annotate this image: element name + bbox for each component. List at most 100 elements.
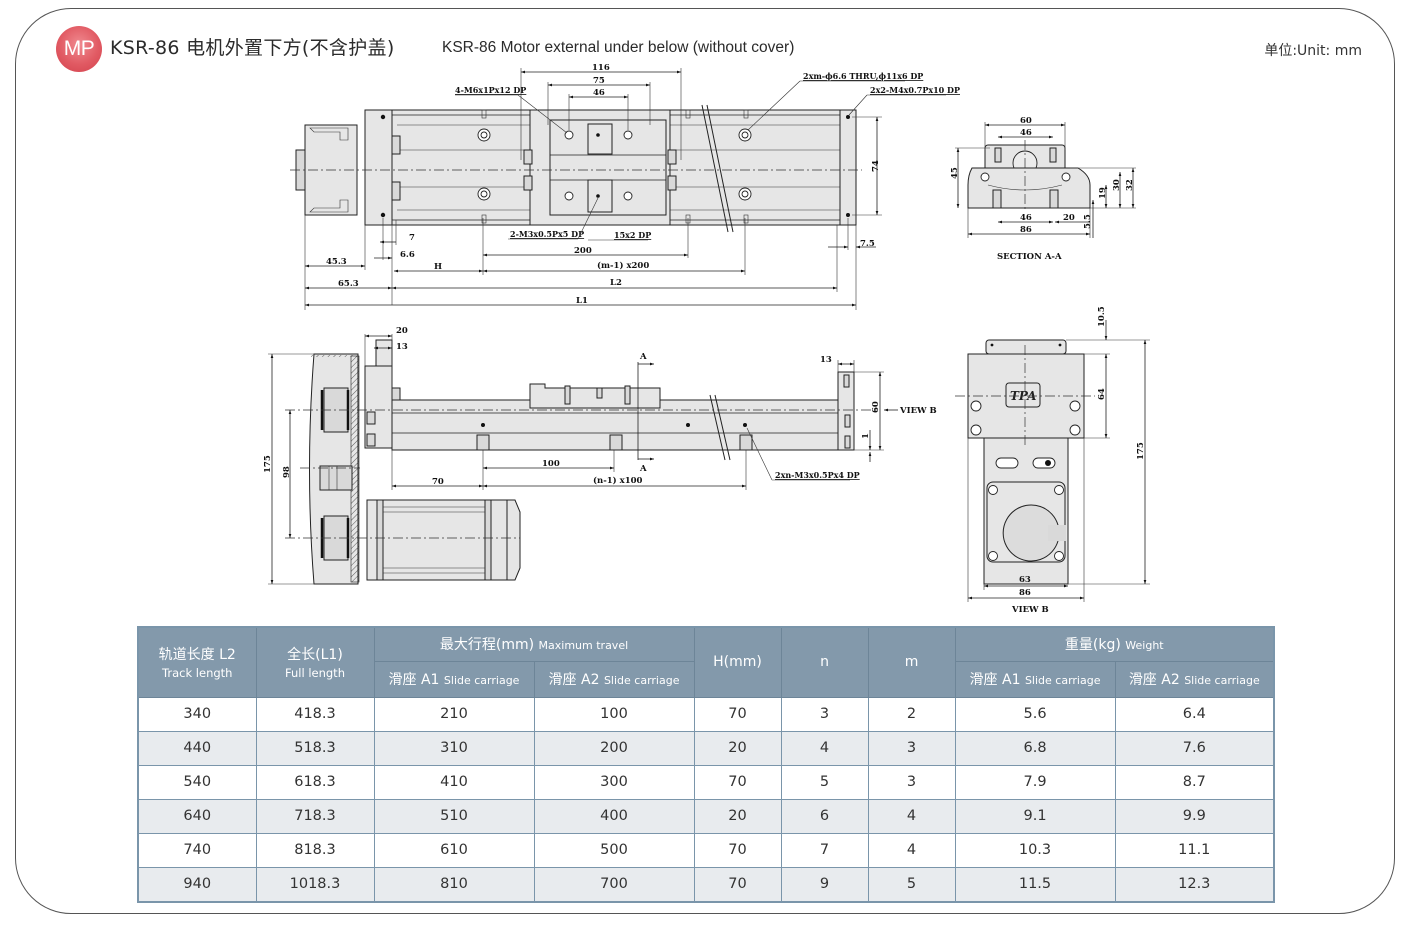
cell-travel-a2: 700 bbox=[533, 866, 695, 902]
dim-65-3: 65.3 bbox=[338, 279, 359, 289]
sec-dim-86: 86 bbox=[1020, 225, 1032, 235]
unit-label: 单位:Unit: mm bbox=[1264, 43, 1362, 59]
header-weight-a1: 滑座 A1 Slide carriage bbox=[954, 660, 1116, 698]
dim-74: 74 bbox=[871, 160, 881, 172]
viewb-dim-64: 64 bbox=[1097, 388, 1107, 400]
dim-45-3: 45.3 bbox=[326, 257, 347, 267]
view-b-arrow-label: VIEW B bbox=[899, 406, 937, 416]
header-full-cn: 全长(L1) bbox=[287, 647, 343, 664]
cell-h: 70 bbox=[693, 832, 782, 868]
cell-travel-a2: 300 bbox=[533, 764, 695, 800]
cell-l2: 540 bbox=[137, 764, 257, 800]
cell-l1: 1018.3 bbox=[255, 866, 375, 902]
cell-weight-a2: 7.6 bbox=[1114, 730, 1275, 766]
technical-drawing: 116 75 46 4-M6x1Px12 DP 2xm-ϕ6.6 THRU,ϕ1… bbox=[263, 63, 1150, 615]
cell-weight-a1: 9.1 bbox=[954, 798, 1116, 834]
dim-200: 200 bbox=[574, 246, 592, 256]
cell-n: 9 bbox=[780, 866, 869, 902]
sec-dim-45: 45 bbox=[950, 167, 960, 179]
cell-travel-a1: 510 bbox=[373, 798, 535, 834]
header-weight: 重量(kg) Weight bbox=[954, 626, 1275, 662]
cell-weight-a2: 11.1 bbox=[1114, 832, 1275, 868]
cell-l2: 740 bbox=[137, 832, 257, 868]
cell-travel-a2: 100 bbox=[533, 696, 695, 732]
note-end-holes: 2x2-M4x0.7Px10 DP bbox=[870, 85, 960, 95]
sec-dim-5-5: 5.5 bbox=[1083, 214, 1093, 229]
viewb-dim-86: 86 bbox=[1019, 588, 1031, 598]
cell-n: 7 bbox=[780, 832, 869, 868]
end-plate bbox=[839, 109, 857, 226]
cell-weight-a1: 6.8 bbox=[954, 730, 1116, 766]
header-h: H(mm) bbox=[693, 626, 782, 698]
cell-travel-a1: 610 bbox=[373, 832, 535, 868]
header-m: m bbox=[867, 626, 956, 698]
cell-weight-a1: 5.6 bbox=[954, 696, 1116, 732]
dim-L1: L1 bbox=[576, 296, 588, 306]
note-pin-holes: 2-M3x0.5Px5 DP bbox=[510, 229, 584, 239]
cell-m: 4 bbox=[867, 798, 956, 834]
dim-46: 46 bbox=[593, 88, 605, 98]
sec-dim-19: 19 bbox=[1098, 187, 1108, 199]
cell-n: 6 bbox=[780, 798, 869, 834]
cell-weight-a2: 9.9 bbox=[1114, 798, 1275, 834]
dim-7: 7 bbox=[409, 233, 415, 243]
page-frame bbox=[15, 8, 1395, 914]
note-tap-holes: 4-M6x1Px12 DP bbox=[455, 85, 526, 95]
cell-m: 4 bbox=[867, 832, 956, 868]
side-dim-98: 98 bbox=[282, 466, 292, 478]
note-bottom-holes: 2xn-M3x0.5Px4 DP bbox=[775, 470, 860, 480]
dim-116: 116 bbox=[592, 63, 610, 73]
title-chinese: KSR-86 电机外置下方(不含护盖) bbox=[110, 37, 395, 59]
carriage-tap-holes bbox=[564, 130, 633, 201]
cell-l2: 440 bbox=[137, 730, 257, 766]
header-n: n bbox=[780, 626, 869, 698]
dim-75: 75 bbox=[593, 76, 605, 86]
view-b: TPA 10.5 64 175 63 86 V bbox=[955, 306, 1150, 615]
cell-h: 20 bbox=[693, 798, 782, 834]
section-mark-bottom: A bbox=[639, 464, 647, 474]
cell-l1: 618.3 bbox=[255, 764, 375, 800]
sec-dim-32: 32 bbox=[1125, 179, 1135, 191]
top-view: 116 75 46 4-M6x1Px12 DP 2xm-ϕ6.6 THRU,ϕ1… bbox=[290, 63, 960, 310]
cell-h: 70 bbox=[693, 866, 782, 902]
cell-travel-a2: 400 bbox=[533, 798, 695, 834]
dim-6-6: 6.6 bbox=[400, 250, 415, 260]
cell-l1: 418.3 bbox=[255, 696, 375, 732]
side-dim-pitch-100: (n-1) x100 bbox=[593, 475, 643, 486]
cell-weight-a2: 6.4 bbox=[1114, 696, 1275, 732]
side-dim-100: 100 bbox=[542, 459, 560, 469]
header-track-en: Track length bbox=[162, 666, 233, 681]
motor-adapter-block bbox=[364, 109, 393, 226]
viewb-dim-10-5: 10.5 bbox=[1097, 306, 1107, 327]
header-weight-cn: 重量(kg) bbox=[1064, 637, 1121, 654]
title-english: KSR-86 Motor external under below (witho… bbox=[442, 39, 795, 56]
side-dim-13-right: 13 bbox=[820, 355, 832, 365]
header-weight-a2: 滑座 A2 Slide carriage bbox=[1114, 660, 1275, 698]
side-dim-1: 1 bbox=[861, 433, 871, 439]
sec-dim-46-bottom: 46 bbox=[1020, 213, 1032, 223]
header-full-length: 全长(L1) Full length bbox=[255, 626, 375, 698]
cell-l2: 640 bbox=[137, 798, 257, 834]
side-motor bbox=[366, 499, 508, 581]
cell-l1: 518.3 bbox=[255, 730, 375, 766]
side-view: 175 98 20 13 70 100 (n-1) x100 13 60 1 V… bbox=[263, 326, 937, 585]
cell-weight-a2: 12.3 bbox=[1114, 866, 1275, 902]
side-dim-175: 175 bbox=[263, 455, 273, 473]
cell-n: 4 bbox=[780, 730, 869, 766]
header-weight-en: Weight bbox=[1125, 639, 1164, 653]
spec-table: 轨道长度 L2 Track length 全长(L1) Full length … bbox=[137, 626, 1276, 903]
header-travel-a2: 滑座 A2 Slide carriage bbox=[533, 660, 695, 698]
header-travel-en: Maximum travel bbox=[538, 639, 629, 653]
header-max-travel: 最大行程(mm) Maximum travel bbox=[373, 626, 695, 662]
side-dim-60: 60 bbox=[871, 401, 881, 413]
cell-travel-a2: 200 bbox=[533, 730, 695, 766]
view-b-label: VIEW B bbox=[1011, 605, 1049, 615]
header-full-en: Full length bbox=[285, 666, 345, 681]
cell-l1: 718.3 bbox=[255, 798, 375, 834]
section-mark-top: A bbox=[639, 352, 647, 362]
